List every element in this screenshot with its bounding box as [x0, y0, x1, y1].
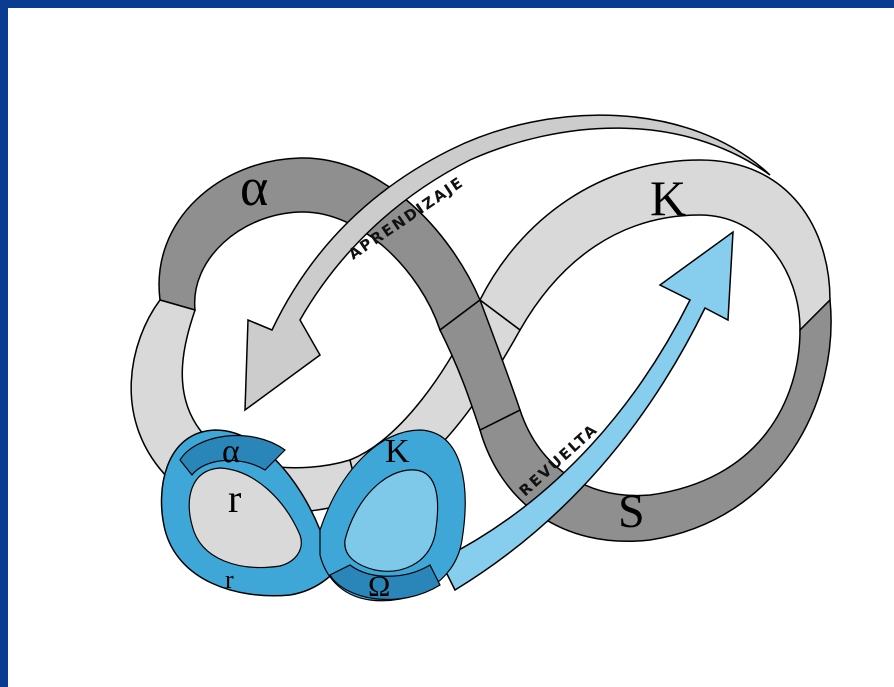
large-alpha-label: α [240, 157, 268, 217]
panarchy-diagram: α K S α r r K Ω APRENDIZAJE REVUELTA [8, 8, 894, 687]
diagram-frame: α K S α r r K Ω APRENDIZAJE REVUELTA [8, 8, 894, 687]
small-r-small-label: r [225, 565, 234, 594]
large-loop-alpha-band [159, 158, 480, 330]
small-r-big-label: r [228, 476, 241, 521]
large-s-label: S [618, 485, 645, 538]
small-kappa-label: K [385, 433, 410, 470]
large-kappa-label: K [650, 170, 686, 226]
small-omega-label: Ω [368, 570, 390, 603]
small-alpha-label: α [222, 433, 240, 470]
